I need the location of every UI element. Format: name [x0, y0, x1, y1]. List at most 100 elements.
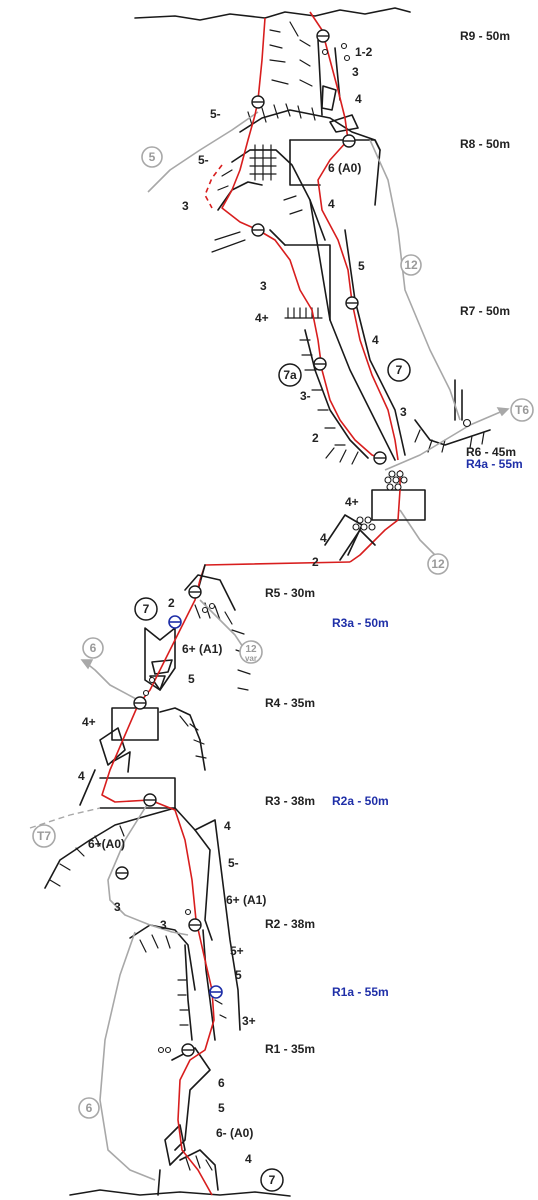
svg-text:12: 12 — [404, 258, 418, 272]
belay-label-r4: R4 - 35m — [265, 696, 315, 710]
belay-label-r7: R7 - 50m — [460, 304, 510, 318]
belay-label-r1: R1 - 35m — [265, 1042, 315, 1056]
bolt-cluster-upper — [352, 470, 408, 531]
ledge-hatching — [247, 103, 316, 126]
route-marker-7-base: 7 — [260, 1168, 284, 1192]
svg-text:5: 5 — [149, 150, 156, 164]
grade-label: 5- — [198, 153, 209, 167]
grade-label: 3 — [160, 918, 167, 932]
route-marker-6-grey-lower: 6 — [78, 1097, 100, 1119]
anchor-r7 — [345, 296, 359, 310]
r4-hatching — [179, 715, 207, 759]
grade-label: 4 — [78, 769, 85, 783]
belay-label-r6: R6 - 45m — [466, 445, 516, 459]
grade-label: 5+ — [230, 944, 244, 958]
route-marker-5-grey: 5 — [141, 146, 163, 168]
belay-label-r1a: R1a - 55m — [332, 985, 389, 999]
belay-label-r3: R3 - 38m — [265, 794, 315, 808]
base-hatching — [185, 1155, 213, 1171]
route-marker-6-grey: 6 — [82, 637, 104, 659]
belay-labels: R9 - 50m R8 - 50m R7 - 50m R6 - 45m R4a … — [265, 29, 523, 1056]
route-marker-7a: 7a — [278, 363, 302, 387]
svg-text:7: 7 — [143, 602, 150, 616]
summit-hatching — [269, 21, 313, 87]
anchor-r6 — [373, 451, 387, 465]
anchor-r4 — [133, 696, 147, 710]
grade-label: 6 — [218, 1076, 225, 1090]
pitch-grades: 1-2 3 4 5- 5- 6 (A0) 3 4 5 3 4+ 4 3- 3 2… — [78, 45, 407, 1166]
anchor-r3 — [143, 793, 157, 807]
grade-label: 4+ — [255, 311, 269, 325]
corner-hatching — [299, 339, 359, 465]
svg-text:12: 12 — [245, 644, 257, 655]
grade-label: 3 — [352, 65, 359, 79]
route-marker-12-grey-lower: 12 — [427, 553, 449, 575]
grade-label: 6- (A0) — [216, 1126, 253, 1140]
svg-text:var: var — [245, 654, 257, 663]
grade-label: 3 — [114, 900, 121, 914]
anchor-r5 — [188, 585, 202, 599]
svg-text:12: 12 — [431, 557, 445, 571]
anchor-r2 — [188, 918, 202, 932]
anchor-3-left — [251, 223, 265, 237]
grade-label: 5 — [188, 672, 195, 686]
anchor-r3a — [168, 615, 182, 629]
r2-hatching — [139, 934, 171, 953]
grade-label: 4+ — [345, 495, 359, 509]
svg-text:T7: T7 — [37, 829, 51, 843]
grade-label: 5 — [218, 1101, 225, 1115]
grade-label: 6+ (A1) — [226, 893, 266, 907]
pillar-left-hatching — [49, 825, 125, 887]
grade-label: 4 — [320, 531, 327, 545]
belay-label-r4a: R4a - 55m — [466, 457, 523, 471]
grade-label: 3 — [400, 405, 407, 419]
svg-text:T6: T6 — [515, 403, 529, 417]
r1a-hatching — [177, 979, 227, 1026]
grade-label: 4 — [328, 197, 335, 211]
grade-label: 4 — [355, 92, 362, 106]
grade-label: 2 — [168, 596, 175, 610]
grade-label: 1-2 — [355, 45, 373, 59]
lower-topo-section — [29, 561, 351, 1197]
grade-label: 3 — [182, 199, 189, 213]
bolt-detail-lower — [142, 602, 216, 1054]
anchor-r8 — [342, 134, 356, 148]
grade-label: 4 — [245, 1152, 252, 1166]
left-buttress-hatching — [211, 169, 303, 253]
anchor-7a — [313, 357, 327, 371]
grade-label: 4 — [372, 333, 379, 347]
grade-label: 4+ — [82, 715, 96, 729]
grade-label: 2 — [312, 555, 319, 569]
svg-text:7: 7 — [269, 1173, 276, 1187]
grade-label: 5 — [358, 259, 365, 273]
route-marker-t7-grey: T7 — [32, 824, 56, 848]
anchor-r1 — [181, 1043, 195, 1057]
svg-text:6: 6 — [90, 641, 97, 655]
grade-label: 5 — [235, 968, 242, 982]
svg-text:7a: 7a — [283, 368, 297, 382]
grade-label: 6 (A0) — [328, 161, 361, 175]
belay-label-r3a: R3a - 50m — [332, 616, 389, 630]
anchor-r9 — [316, 29, 330, 43]
anchor-5-minus — [251, 95, 265, 109]
anchor-6-a0 — [115, 866, 129, 880]
route-marker-12-grey: 12 — [400, 254, 422, 276]
route-marker-7-mid: 7 — [134, 597, 158, 621]
grade-label: 3+ — [242, 1014, 256, 1028]
t6-arrow-icon — [496, 407, 510, 417]
svg-text:6: 6 — [86, 1101, 93, 1115]
grade-label: 6+(A0) — [88, 837, 125, 851]
belay-label-r2a: R2a - 50m — [332, 794, 389, 808]
grade-label: 2 — [312, 431, 319, 445]
roof-hatching — [284, 307, 323, 319]
route-markers: 5 12 7 7a T6 12 7 6 — [32, 146, 534, 1192]
svg-text:7: 7 — [396, 363, 403, 377]
grade-label: 5- — [228, 856, 239, 870]
route-marker-7: 7 — [387, 358, 411, 382]
belay-label-r5: R5 - 30m — [265, 586, 315, 600]
anchor-r1a — [209, 985, 223, 999]
grade-label: 5- — [210, 107, 221, 121]
route-marker-t6-grey: T6 — [510, 398, 534, 422]
upper-topo-section — [134, 7, 510, 563]
